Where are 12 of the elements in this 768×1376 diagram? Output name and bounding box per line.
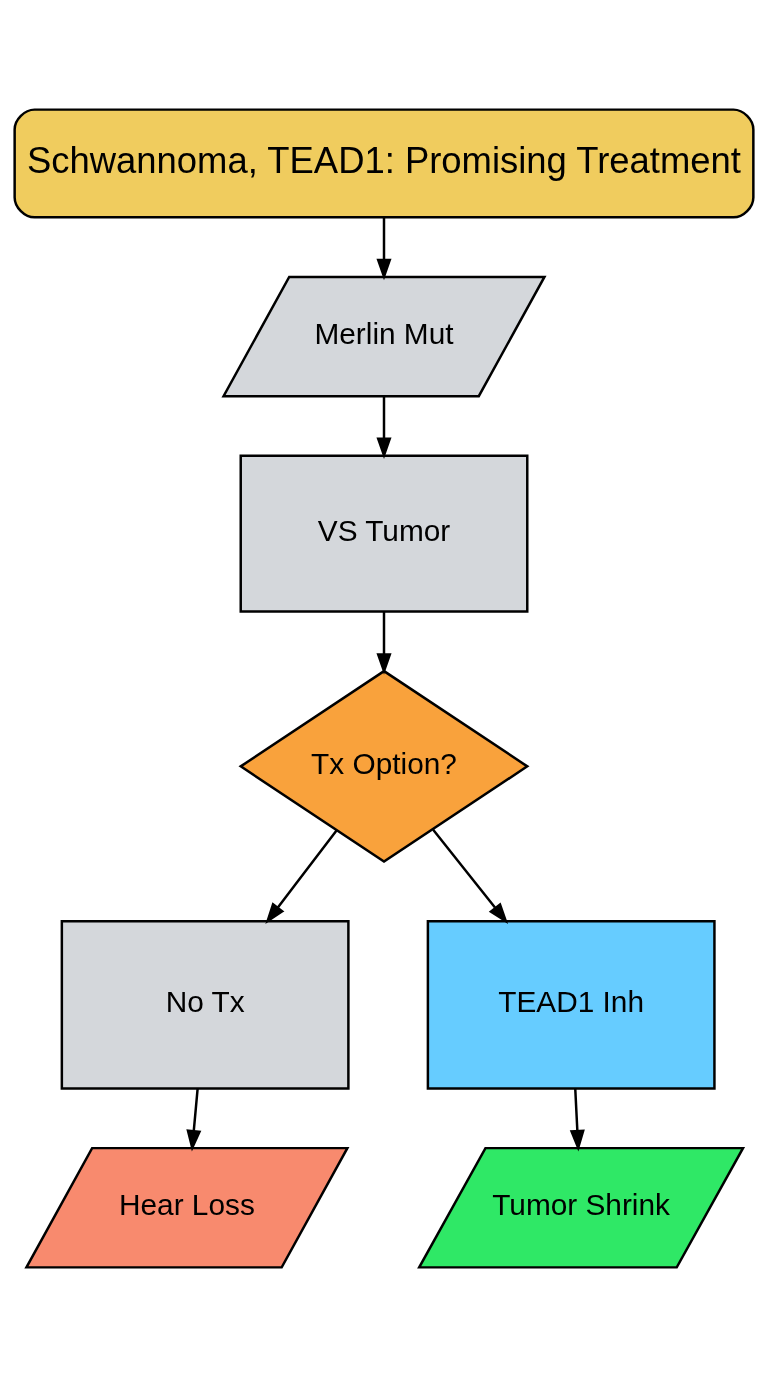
node-box: No Tx xyxy=(60,919,350,1090)
arrow xyxy=(376,395,392,459)
arrow xyxy=(569,1088,585,1151)
arrow xyxy=(376,216,392,280)
arrow xyxy=(265,829,338,924)
node-diamond: Tx Option? xyxy=(238,669,530,863)
arrow xyxy=(432,828,509,924)
arrow xyxy=(376,611,392,675)
node-box: TEAD1 Inh xyxy=(426,919,716,1090)
arrow xyxy=(186,1088,202,1151)
node-box: Schwannoma, TEAD1: Promising Treatment xyxy=(13,107,755,218)
node-box: VS Tumor xyxy=(239,454,529,613)
